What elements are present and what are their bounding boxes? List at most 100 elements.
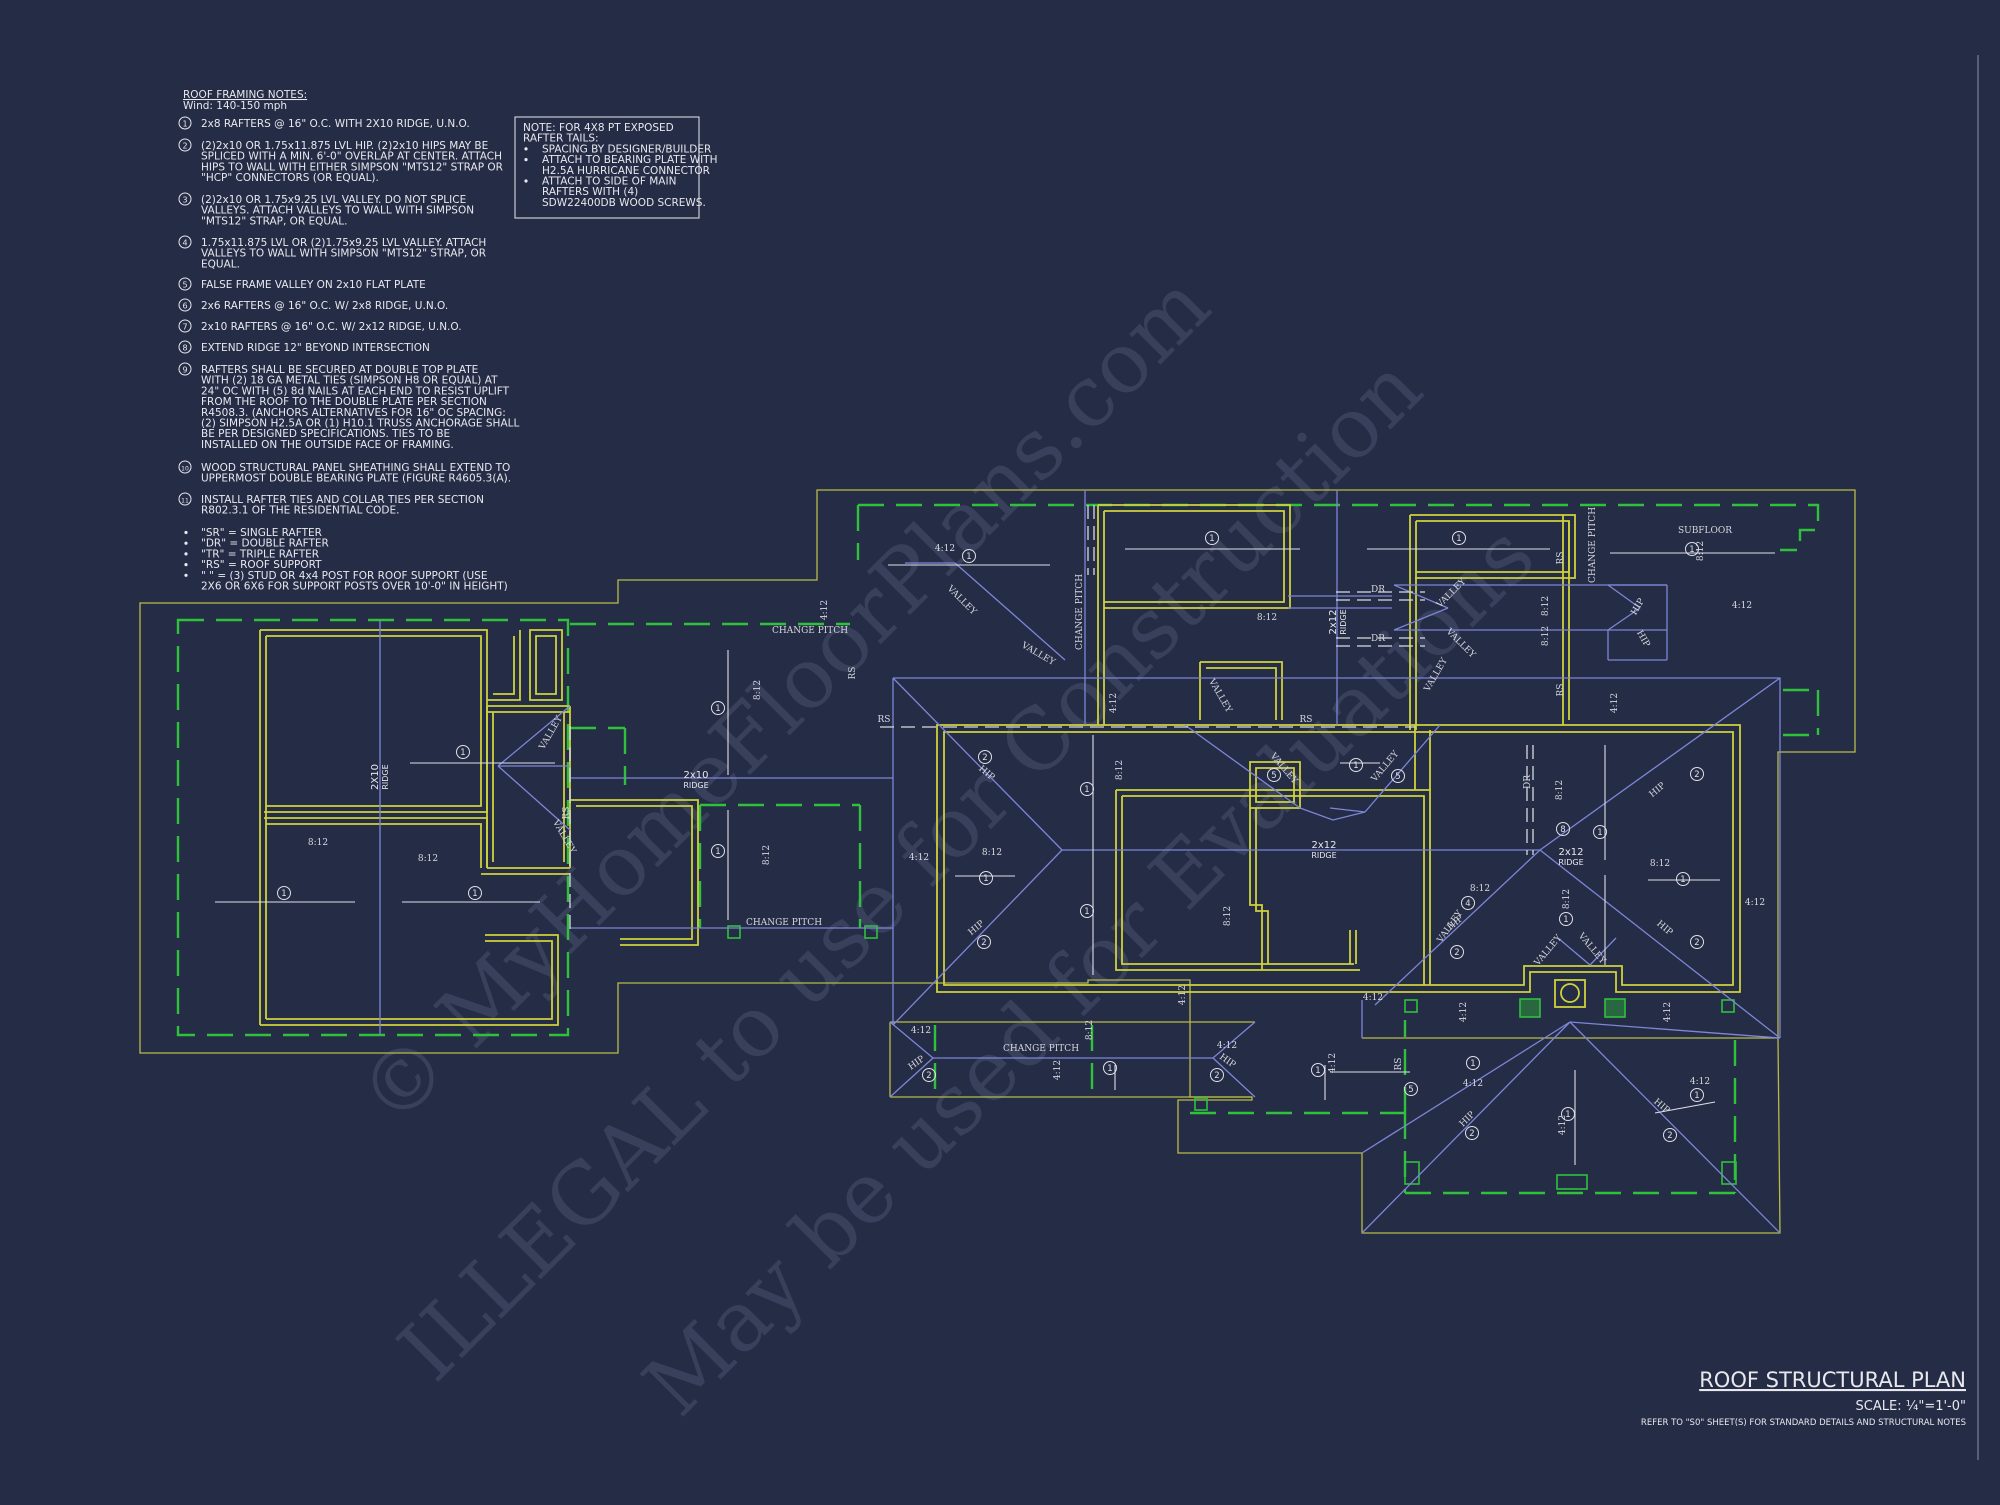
- note-text: WOOD STRUCTURAL PANEL SHEATHING SHALL EX…: [201, 462, 510, 474]
- plan-label-change-pitch: CHANGE PITCH: [1003, 1044, 1079, 1054]
- note-box-bullet: ATTACH TO BEARING PLATE WITH: [542, 154, 717, 166]
- note-number-circle: [178, 116, 192, 130]
- callout-marker: 1: [468, 886, 482, 900]
- title-block: ROOF STRUCTURAL PLAN SCALE: ¼"=1'-0" REF…: [1641, 1368, 1966, 1428]
- plan-label-pitch-412: 4:12: [820, 600, 830, 620]
- svg-text:1: 1: [460, 748, 465, 758]
- plan-label-pitch-812: 8:12: [1650, 859, 1670, 869]
- callout-marker: 2: [978, 750, 992, 764]
- note-number: 10: [181, 466, 189, 473]
- abbreviation-item: "DR" = DOUBLE RAFTER: [184, 538, 329, 550]
- roof-lines: [379, 490, 1781, 1234]
- callout-marker: 1: [1452, 531, 1466, 545]
- abbreviation-item: " " = (3) STUD OR 4x4 POST FOR ROOF SUPP…: [184, 570, 487, 582]
- ridge-label: RIDGE: [381, 764, 390, 789]
- plan-label-valley: VALLEY: [1532, 933, 1565, 969]
- note-number-circle: [178, 138, 192, 152]
- svg-text:1: 1: [1456, 534, 1461, 544]
- note-number-circle: [178, 277, 192, 291]
- plan-label-hip: HIP: [1648, 781, 1668, 800]
- note-text: (2) SIMPSON H2.5A OR (1) H10.1 TRUSS ANC…: [201, 418, 519, 430]
- plan-label-hip: HIP: [1654, 919, 1674, 938]
- note-box-heading: RAFTER TAILS:: [523, 133, 599, 145]
- svg-text:1: 1: [281, 889, 286, 899]
- note-number: 4: [182, 239, 187, 248]
- note-number-circle: [178, 319, 192, 333]
- svg-text:1: 1: [1315, 1066, 1320, 1076]
- plan-label-valley: VALLEY: [1019, 640, 1058, 668]
- ridge-size-label: 2x12: [1558, 847, 1583, 858]
- abbreviation-item: "RS" = ROOF SUPPORT: [184, 559, 322, 571]
- plan-label-pitch-412: 4:12: [935, 544, 955, 554]
- note-text: INSTALLED ON THE OUTSIDE FACE OF FRAMING…: [201, 439, 454, 451]
- callout-marker: 1: [1690, 1088, 1704, 1102]
- plan-label-rs: RS: [1394, 1058, 1404, 1071]
- plan-label-rs: RS: [878, 715, 891, 725]
- note-text: HIPS TO WALL WITH EITHER SIMPSON "MTS12"…: [201, 161, 503, 173]
- note-text: EXTEND RIDGE 12" BEYOND INTERSECTION: [201, 342, 430, 354]
- svg-text:1: 1: [1694, 1091, 1699, 1101]
- plan-label-pitch-812: 8:12: [982, 848, 1002, 858]
- callout-marker: 1: [1205, 531, 1219, 545]
- note-text: RAFTERS SHALL BE SECURED AT DOUBLE TOP P…: [201, 364, 478, 376]
- note-text: (2)2x10 OR 1.75x11.875 LVL HIP. (2)2x10 …: [201, 140, 488, 152]
- plan-label-rs: RS: [1556, 552, 1566, 565]
- callout-marker: 1: [1466, 1056, 1480, 1070]
- callout-marker: 2: [977, 935, 991, 949]
- callout-marker: 2: [1210, 1068, 1224, 1082]
- plan-label-pitch-812: 8:12: [753, 680, 763, 700]
- wall-outlines: [259, 504, 1741, 1026]
- note-number: 7: [182, 323, 187, 332]
- note-number-circle: [178, 362, 192, 376]
- note-text: SPLICED WITH A MIN. 6'-0" OVERLAP AT CEN…: [201, 151, 502, 163]
- plan-label-dr: DR: [1371, 585, 1385, 595]
- plan-label-pitch-412: 4:12: [911, 1026, 931, 1036]
- plan-label-dr: DR: [1371, 634, 1385, 644]
- note-box-bullet: ATTACH TO SIDE OF MAIN: [542, 176, 676, 188]
- ridge-label: RIDGE: [683, 781, 708, 790]
- svg-text:1: 1: [1563, 915, 1568, 925]
- svg-text:1: 1: [715, 847, 720, 857]
- callout-marker: 2: [1690, 767, 1704, 781]
- note-text: FROM THE ROOF TO THE DOUBLE PLATE PER SE…: [201, 396, 487, 408]
- note-box-bullet: SDW22400DB WOOD SCREWS.: [542, 197, 706, 209]
- ridge-size-label: 2X10: [370, 764, 381, 790]
- note-text: 2x10 RAFTERS @ 16" O.C. W/ 2x12 RIDGE, U…: [201, 321, 462, 333]
- note-text: 2x6 RAFTERS @ 16" O.C. W/ 2x8 RIDGE, U.N…: [201, 300, 448, 312]
- plan-label-pitch-412: 4:12: [909, 853, 929, 863]
- note-text: VALLEYS TO WALL WITH SIMPSON "MTS12" STR…: [201, 248, 486, 260]
- plan-label-hip: HIP: [1634, 629, 1651, 649]
- callout-marker: 1: [1311, 1063, 1325, 1077]
- callout-marker: 2: [1663, 1128, 1677, 1142]
- note-number-circle: [178, 298, 192, 312]
- note-number: 1: [182, 120, 187, 129]
- plan-label-pitch-412: 4:12: [1463, 1079, 1483, 1089]
- ridge-label: RIDGE: [1558, 858, 1583, 867]
- callout-marker: 1: [1103, 1061, 1117, 1075]
- svg-text:1: 1: [1209, 534, 1214, 544]
- note-text: UPPERMOST DOUBLE BEARING PLATE (FIGURE R…: [201, 473, 511, 485]
- callout-marker: 1: [456, 745, 470, 759]
- svg-text:1: 1: [1680, 875, 1685, 885]
- note-box-bullet: RAFTERS WITH (4): [542, 186, 638, 198]
- note-box-bullet: H2.5A HURRICANE CONNECTOR: [542, 165, 710, 177]
- plan-label-change-pitch: CHANGE PITCH: [1588, 507, 1598, 583]
- plan-label-change-pitch: CHANGE PITCH: [772, 626, 848, 636]
- svg-text:2: 2: [1469, 1129, 1474, 1139]
- svg-text:2: 2: [981, 938, 986, 948]
- callout-marker: 5: [1267, 768, 1281, 782]
- callout-marker: 1: [1559, 912, 1573, 926]
- plan-label-pitch-412: 4:12: [1690, 1077, 1710, 1087]
- note-box-heading: NOTE: FOR 4X8 PT EXPOSED: [523, 122, 674, 134]
- callout-marker: 2: [1465, 1126, 1479, 1140]
- svg-text:1: 1: [1470, 1059, 1475, 1069]
- note-text: FALSE FRAME VALLEY ON 2x10 FLAT PLATE: [201, 279, 426, 291]
- plan-label-change-pitch: CHANGE PITCH: [746, 918, 822, 928]
- plan-label-pitch-812: 8:12: [1555, 780, 1565, 800]
